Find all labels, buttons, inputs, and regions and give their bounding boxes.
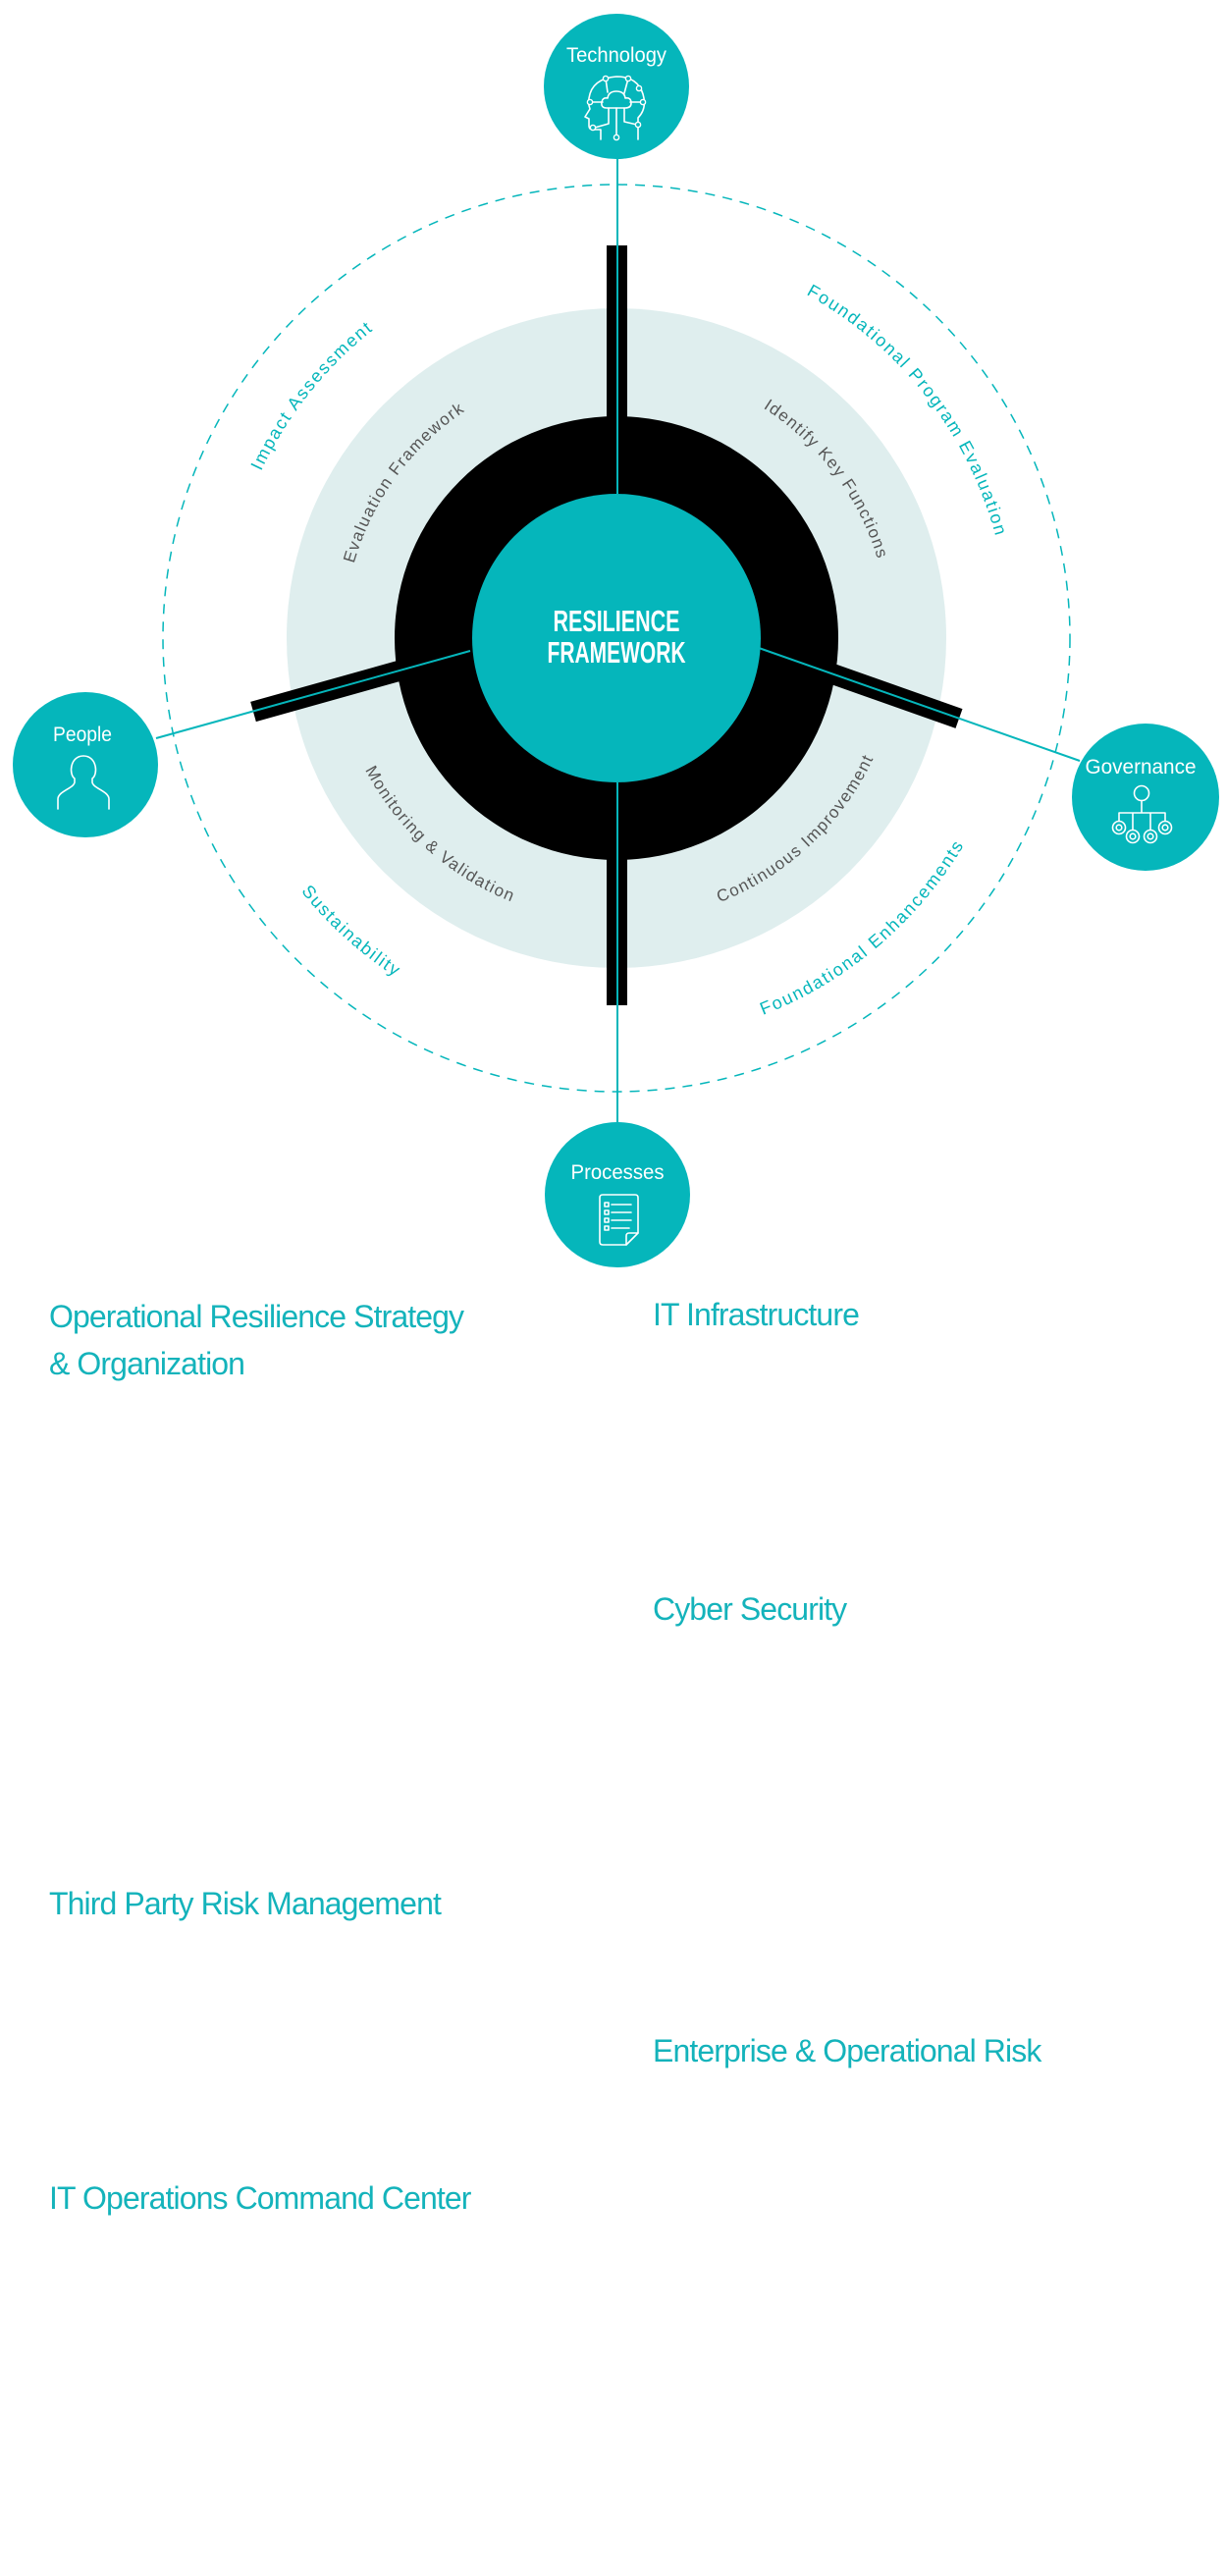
node-label-people: People — [53, 724, 112, 746]
node-label-processes: Processes — [571, 1161, 665, 1184]
section-title-it-operations-command-center[interactable]: IT Operations Command Center — [49, 2180, 471, 2216]
node-governance: Governance — [1072, 724, 1219, 871]
resilience-framework-diagram: RESILIENCE FRAMEWORK Impact Assessment F… — [13, 14, 1219, 1267]
node-circle — [1072, 724, 1219, 871]
org-chart-icon — [1111, 784, 1173, 844]
node-label-technology: Technology — [566, 44, 667, 67]
node-circle — [13, 692, 158, 837]
node-circle — [544, 14, 689, 159]
center-title-line1: RESILIENCE — [554, 604, 680, 638]
node-processes: Processes — [545, 1122, 690, 1267]
outer-label-text: Sustainability — [298, 882, 403, 981]
center-title-line2: FRAMEWORK — [548, 635, 686, 670]
person-icon — [57, 755, 110, 810]
section-title-operational-resilience[interactable]: Operational Resilience Strategy & Organi… — [49, 1299, 464, 1381]
connector-governance — [758, 647, 1081, 762]
section-title-enterprise-operational-risk[interactable]: Enterprise & Operational Risk — [653, 2033, 1041, 2068]
center-circle — [472, 494, 761, 782]
node-technology: Technology — [544, 14, 689, 159]
outer-label-sustainability: Sustainability — [298, 882, 405, 981]
checklist-document-icon — [599, 1194, 639, 1246]
section-title-third-party-risk[interactable]: Third Party Risk Management — [49, 1886, 442, 1921]
node-people: People — [13, 692, 158, 837]
connector-people — [155, 650, 471, 739]
head-network-icon — [584, 75, 647, 141]
section-title-it-infrastructure[interactable]: IT Infrastructure — [653, 1297, 860, 1332]
node-label-governance: Governance — [1086, 756, 1197, 778]
section-title-cyber-security[interactable]: Cyber Security — [653, 1591, 847, 1627]
